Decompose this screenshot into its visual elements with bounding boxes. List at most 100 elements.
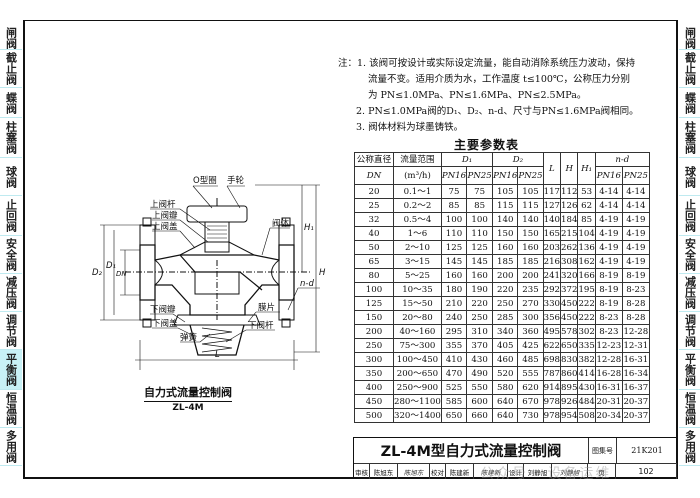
table-cell: 485 bbox=[517, 352, 544, 367]
right-tab-multi-purpose-valve[interactable]: 多用阀 bbox=[679, 428, 700, 466]
valve-section-drawing: O型圈 手轮 上阀杆 上阀瓣 上阀盖 阀体 下阀瓣 下阀盖 弹簧 膜片 下阀杆 … bbox=[92, 175, 326, 370]
table-cell: 190 bbox=[466, 282, 494, 297]
label-upper-bonnet: 上阀盖 bbox=[152, 221, 178, 232]
table-cell: 110 bbox=[466, 226, 494, 241]
table-cell: 136 bbox=[577, 240, 596, 255]
table-cell: 5～25 bbox=[393, 268, 442, 283]
label-handwheel: 手轮 bbox=[227, 175, 245, 186]
table-cell: 145 bbox=[466, 254, 494, 269]
table-cell: 954 bbox=[560, 408, 579, 423]
title-block: ZL-4M型自力式流量控制阀 图集号 21K201 审核 陈旭东 陈旭东 校对 … bbox=[353, 437, 677, 479]
header-pn16: PN16 bbox=[440, 166, 468, 185]
left-tab-globe-valve[interactable]: 截止阀 bbox=[0, 50, 22, 88]
table-cell: 4-19 bbox=[621, 226, 650, 241]
header-pn25: PN25 bbox=[466, 166, 494, 185]
table-cell: 978 bbox=[542, 408, 562, 423]
label-spring: 弹簧 bbox=[180, 332, 198, 343]
header-l: L bbox=[542, 152, 562, 185]
table-cell: 80 bbox=[354, 268, 394, 283]
table-cell: 241 bbox=[542, 268, 562, 283]
right-tab-butterfly-valve[interactable]: 蝶阀 bbox=[679, 88, 700, 118]
dim-h: H bbox=[319, 268, 326, 278]
tab-label: 闸阀 bbox=[4, 26, 18, 49]
table-cell: 162 bbox=[577, 254, 596, 269]
table-cell: 126 bbox=[560, 198, 579, 213]
right-tab-ball-valve[interactable]: 球阀 bbox=[679, 158, 700, 196]
table-cell: 4-14 bbox=[594, 198, 623, 213]
table-cell: 4-14 bbox=[621, 198, 650, 213]
table-cell: 450 bbox=[560, 296, 579, 311]
table-cell: 20-34 bbox=[594, 408, 623, 423]
tab-label: 安全阀 bbox=[683, 238, 697, 271]
right-tab-safety-valve[interactable]: 安全阀 bbox=[679, 236, 700, 274]
tab-label: 柱塞阀 bbox=[4, 121, 18, 154]
table-cell: 85 bbox=[577, 212, 596, 227]
left-tab-gate-valve[interactable]: 闸阀 bbox=[0, 26, 22, 50]
table-cell: 650 bbox=[560, 338, 579, 353]
table-cell: 4-19 bbox=[621, 240, 650, 255]
table-cell: 110 bbox=[440, 226, 468, 241]
left-tab-plunger-valve[interactable]: 柱塞阀 bbox=[0, 118, 22, 158]
table-cell: 180 bbox=[440, 282, 468, 297]
left-tab-safety-valve[interactable]: 安全阀 bbox=[0, 236, 22, 274]
note-line: 2. PN≤1.0MPa阀的D₁、D₂、n-d、尺寸与PN≤1.6MPa阀相同。 bbox=[356, 106, 639, 117]
table-cell: 222 bbox=[577, 310, 596, 325]
tab-label: 调节阀 bbox=[4, 314, 18, 347]
left-tab-pressure-reducing-valve[interactable]: 减压阀 bbox=[0, 274, 22, 312]
note-line: 为 PN≤1.0MPa、PN≤1.6MPa、PN≤2.5MPa。 bbox=[368, 90, 587, 101]
right-tab-check-valve[interactable]: 止回阀 bbox=[679, 196, 700, 236]
table-cell: 117 bbox=[542, 184, 562, 199]
table-cell: 670 bbox=[517, 394, 544, 409]
tab-label: 球阀 bbox=[683, 165, 697, 188]
note-line: 3. 阀体材料为球墨铸铁。 bbox=[356, 122, 464, 133]
left-tab-thermostatic-valve[interactable]: 恒温阀 bbox=[0, 390, 22, 428]
table-cell: 4-14 bbox=[621, 184, 650, 199]
table-cell: 145 bbox=[440, 254, 468, 269]
designer-signature: 刘静旭 bbox=[552, 464, 588, 479]
drawing-title: ZL-4M型自力式流量控制阀 bbox=[354, 438, 589, 463]
right-tab-plunger-valve[interactable]: 柱塞阀 bbox=[679, 118, 700, 158]
table-cell: 10～35 bbox=[393, 282, 442, 297]
review-label: 审核 bbox=[354, 464, 370, 479]
dim-d1: D₁ bbox=[106, 261, 116, 271]
right-tab-globe-valve[interactable]: 截止阀 bbox=[679, 50, 700, 88]
left-tab-ball-valve[interactable]: 球阀 bbox=[0, 158, 22, 196]
right-tab-thermostatic-valve[interactable]: 恒温阀 bbox=[679, 390, 700, 428]
table-cell: 185 bbox=[492, 254, 519, 269]
left-tab-regulating-valve[interactable]: 调节阀 bbox=[0, 312, 22, 350]
label-upper-disc: 上阀瓣 bbox=[152, 210, 178, 221]
note-line: 1. 该阀可按设计或实际设定流量，能自动消除系统压力波动，保持 bbox=[357, 58, 636, 69]
table-cell: 235 bbox=[517, 282, 544, 297]
table-cell: 32 bbox=[354, 212, 394, 227]
left-tab-multi-purpose-valve[interactable]: 多用阀 bbox=[0, 428, 22, 466]
page-number: 102 bbox=[616, 464, 677, 479]
table-cell: 600 bbox=[466, 394, 494, 409]
table-cell: 8-28 bbox=[621, 296, 650, 311]
table-cell: 115 bbox=[517, 198, 544, 213]
header-h: H bbox=[560, 152, 579, 185]
table-cell: 8-23 bbox=[594, 310, 623, 325]
tab-label: 蝶阀 bbox=[683, 91, 697, 114]
table-cell: 200 bbox=[354, 324, 394, 339]
table-cell: 160 bbox=[517, 240, 544, 255]
table-cell: 150 bbox=[354, 310, 394, 325]
table-cell: 3～15 bbox=[393, 254, 442, 269]
table-cell: 320～1400 bbox=[393, 408, 442, 423]
left-tab-butterfly-valve[interactable]: 蝶阀 bbox=[0, 88, 22, 118]
right-tab-regulating-valve[interactable]: 调节阀 bbox=[679, 312, 700, 350]
left-tab-check-valve[interactable]: 止回阀 bbox=[0, 196, 22, 236]
right-tab-balancing-valve[interactable]: 平衡阀 bbox=[679, 350, 700, 390]
table-cell: 490 bbox=[466, 366, 494, 381]
table-cell: 520 bbox=[492, 366, 519, 381]
left-tab-balancing-valve[interactable]: 平衡阀 bbox=[0, 350, 22, 390]
right-tab-pressure-reducing-valve[interactable]: 减压阀 bbox=[679, 274, 700, 312]
right-tab-gate-valve[interactable]: 闸阀 bbox=[679, 26, 700, 50]
table-cell: 16-31 bbox=[594, 380, 623, 395]
table-cell: 12-28 bbox=[594, 352, 623, 367]
table-cell: 300 bbox=[354, 352, 394, 367]
